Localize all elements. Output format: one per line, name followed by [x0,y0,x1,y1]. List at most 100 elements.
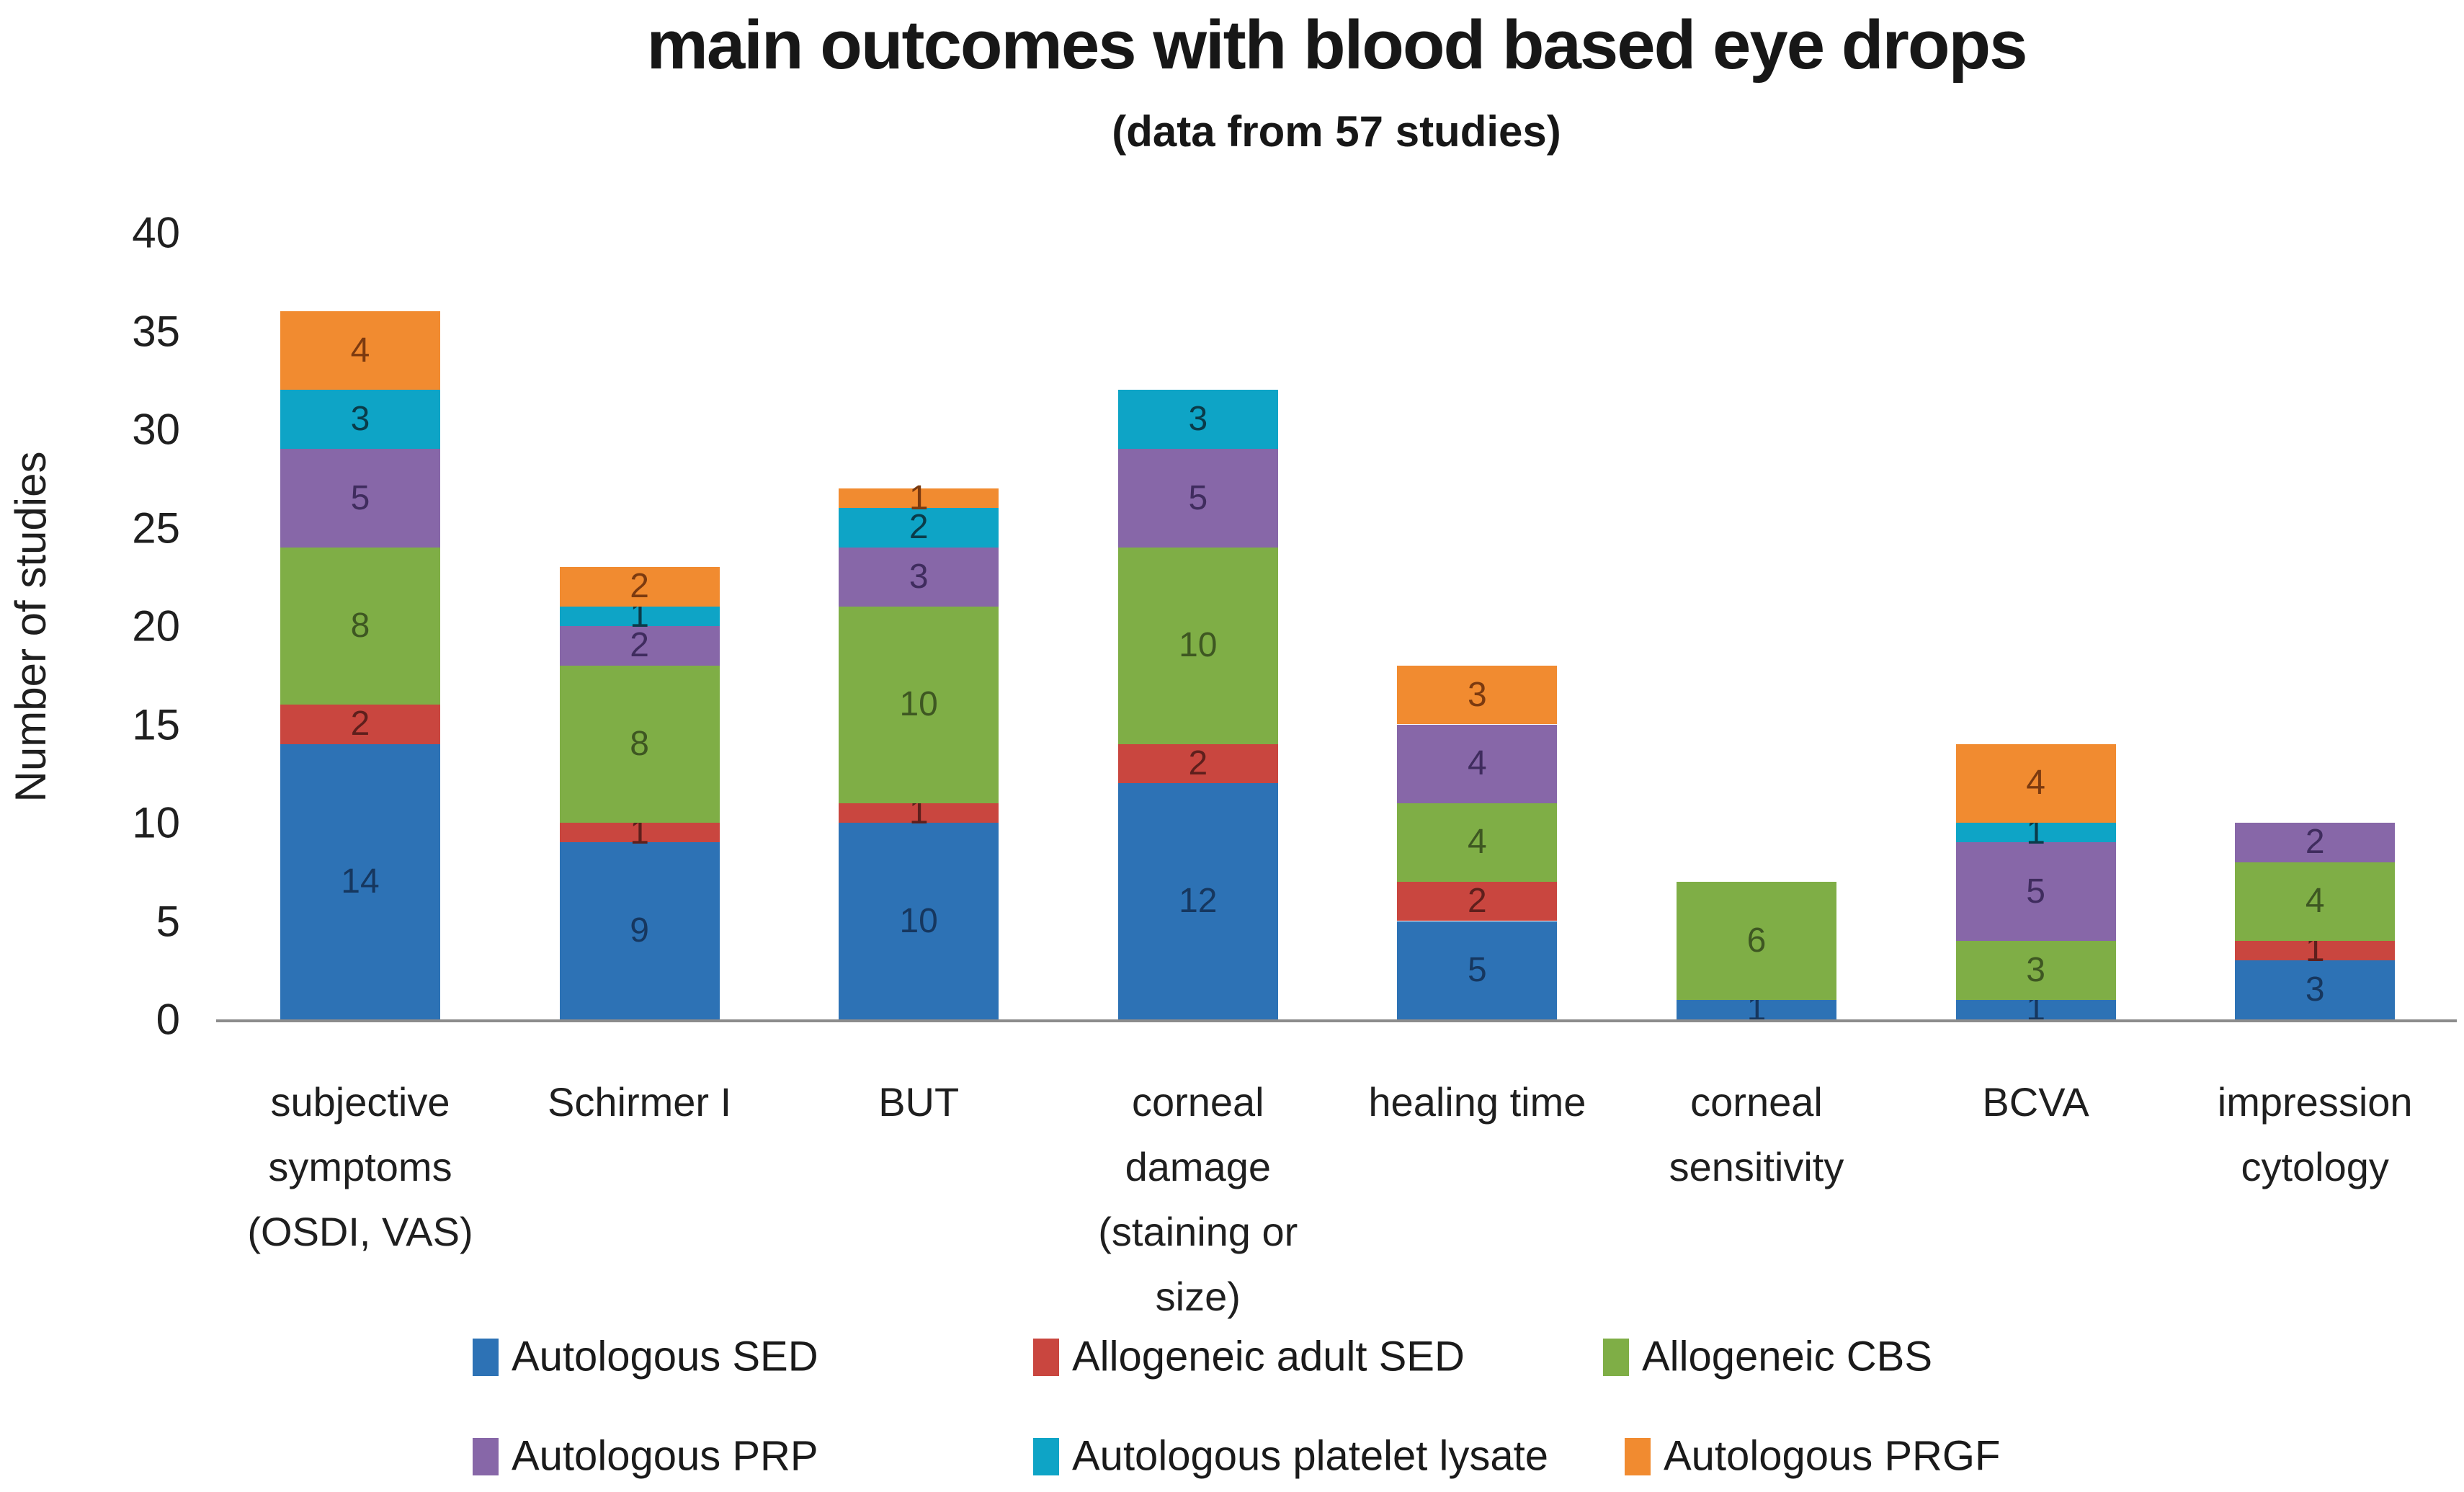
category-label: BCVA [1892,1070,2180,1135]
bar-segment: 5 [1397,921,1558,1019]
bar-segment: 5 [280,449,440,548]
segment-value-label: 2 [630,567,649,606]
category-label-line: BCVA [1982,1079,2089,1125]
legend-label: Autologous PRGF [1664,1432,2001,1480]
segment-value-label: 10 [899,901,938,940]
bar-segment: 4 [280,311,440,390]
category-label-line: healing time [1368,1079,1586,1125]
segment-value-label: 4 [350,331,370,370]
bar-segment: 1 [559,599,720,633]
bar-segment: 1 [1677,992,1836,1027]
bar-segment: 2 [1397,881,1558,921]
legend-swatch [1033,1438,1059,1475]
bar-segment: 1 [839,795,999,830]
category-label-line: corneal [1690,1079,1823,1125]
bar-segment: 5 [1955,842,2116,941]
segment-value-label: 2 [2305,823,2325,862]
segment-value-label: 8 [630,724,649,763]
segment-value-label: 8 [350,606,370,645]
legend-swatch [1625,1438,1651,1475]
segment-value-label: 6 [1746,921,1767,960]
y-tick-label: 35 [132,307,180,355]
legend-swatch [1033,1339,1059,1376]
category-label-line: corneal [1131,1079,1264,1125]
y-tick-label: 15 [132,700,180,749]
y-tick-label: 0 [156,995,180,1044]
segment-value-label: 3 [1468,675,1487,714]
y-tick-label: 40 [132,208,180,257]
bar-segment: 14 [280,743,440,1019]
segment-value-label: 10 [1179,626,1218,665]
bar-segment: 10 [839,606,999,803]
segment-value-label: 4 [1468,823,1487,862]
category-label: impression cytology [2171,1070,2459,1200]
bar-segment: 3 [1397,665,1558,725]
legend-label: Autologous SED [512,1333,818,1380]
category-label-line: symptoms [268,1144,452,1189]
segment-value-label: 4 [2026,764,2045,803]
bar-segment: 4 [1397,803,1558,882]
category-label-line: subjective [270,1079,450,1125]
segment-value-label: 4 [1468,744,1487,783]
bar-segment: 3 [1955,940,2116,1000]
y-tick-label: 25 [132,504,180,552]
bar-segment: 2 [2235,823,2396,862]
segment-value-label: 5 [1188,478,1208,517]
bar-segment: 3 [280,390,440,450]
category-label-line: Schirmer I [548,1079,732,1125]
legend-swatch [473,1339,499,1376]
bar-segment: 2 [559,626,720,666]
segment-value-label: 3 [2026,950,2045,989]
segment-value-label: 2 [909,508,929,547]
bar-segment: 10 [1117,547,1278,744]
chart-title: main outcomes with blood based eye drops [646,6,2028,84]
bar-segment: 4 [2235,862,2396,941]
segment-value-label: 14 [341,862,380,901]
bar-segment: 1 [839,481,999,515]
legend-label: Allogeneic CBS [1642,1333,1932,1380]
segment-value-label: 12 [1179,882,1218,921]
segment-value-label: 10 [899,685,938,724]
legend-label: Autologous platelet lysate [1072,1432,1548,1480]
category-label-line: size) [1155,1274,1241,1319]
x-axis-line [216,1019,2457,1022]
y-tick-label: 10 [132,798,180,847]
bar-segment: 1 [1955,992,2116,1027]
segment-value-label: 2 [1468,882,1487,921]
bar-segment: 10 [839,823,999,1019]
legend-label: Autologous PRP [512,1432,818,1480]
bar-segment: 4 [1397,724,1558,803]
y-tick-label: 5 [156,897,180,945]
chart-subtitle: (data from 57 studies) [1112,107,1561,156]
category-label: BUT [775,1070,1063,1135]
segment-value-label: 3 [2305,970,2325,1009]
legend-swatch [1603,1339,1629,1376]
segment-value-label: 5 [350,478,370,517]
bar-segment: 1 [559,815,720,849]
segment-value-label: 1 [909,478,929,517]
y-tick-label: 20 [132,602,180,651]
bar-segment: 3 [1117,390,1278,450]
bar-segment: 1 [1955,815,2116,849]
y-tick-label: 30 [132,405,180,454]
legend-label: Allogeneic adult SED [1072,1333,1465,1380]
category-label: healing time [1333,1070,1621,1135]
bar-segment: 3 [839,547,999,607]
category-label-line: cytology [2241,1144,2389,1189]
segment-value-label: 2 [350,705,370,743]
bar-segment: 1 [2235,933,2396,968]
category-label-line: BUT [878,1079,960,1125]
bar-segment: 8 [280,547,440,705]
segment-value-label: 5 [2026,872,2045,911]
category-label: Schirmer I [496,1070,784,1135]
segment-value-label: 3 [909,557,929,596]
category-label-line: (staining or [1098,1209,1298,1254]
segment-value-label: 4 [2305,882,2325,921]
bar-segment: 4 [1955,743,2116,823]
category-label-line: impression [2217,1079,2413,1125]
bar-segment: 2 [839,508,999,548]
bar-segment: 6 [1677,881,1836,1000]
bar-segment: 5 [1117,449,1278,548]
